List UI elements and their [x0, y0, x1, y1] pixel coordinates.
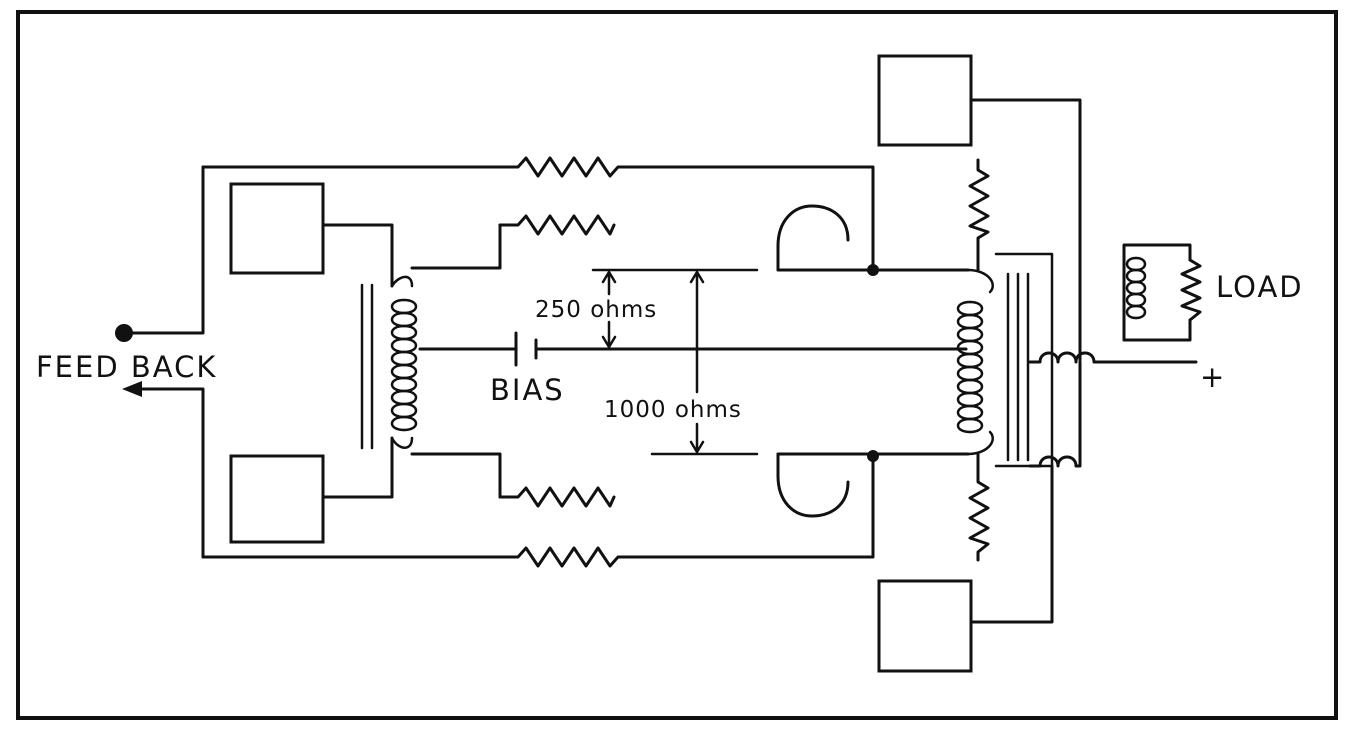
left-lower-block	[229, 454, 325, 544]
left-upper-block	[229, 182, 325, 275]
upper-tube-arc	[776, 204, 850, 272]
outer-frame	[16, 10, 1338, 720]
right-transformer-coil	[956, 268, 994, 456]
crossover-upper	[1028, 351, 1198, 364]
left-coil-top-wire	[410, 223, 502, 270]
feedback-arrow-line	[130, 387, 205, 559]
right-lower-block-wire	[969, 464, 1054, 624]
left-transformer-coil	[390, 275, 418, 449]
dimension-250-arrow	[601, 270, 617, 349]
left-lower-block-wire	[321, 436, 394, 499]
upper-junction	[867, 264, 879, 276]
upper-inner-resistor	[498, 214, 616, 236]
bottom-outer-wire	[201, 454, 875, 568]
r-250-label: 250 ohms	[535, 297, 657, 323]
right-upper-resistor	[968, 158, 990, 272]
crossover-lower	[1028, 360, 1082, 468]
left-coil-bottom-wire	[410, 452, 502, 499]
lower-junction	[867, 450, 879, 462]
right-transformer-core	[994, 252, 1054, 468]
left-transformer-core	[360, 283, 374, 450]
load-assembly	[1122, 243, 1202, 342]
right-upper-block	[877, 54, 973, 147]
lower-tube-arc	[776, 452, 850, 518]
right-upper-block-wire	[969, 98, 1082, 362]
feed-back-label: FEED BACK	[36, 350, 217, 384]
bias-label: BIAS	[490, 373, 565, 407]
left-upper-block-wire	[321, 223, 394, 288]
plus-label: +	[1200, 360, 1226, 394]
lower-inner-resistor	[498, 486, 616, 508]
load-label: LOAD	[1216, 270, 1304, 304]
feedback-arrow-head	[122, 381, 142, 397]
r-1000-label: 1000 ohms	[604, 397, 742, 423]
feedback-wire	[122, 165, 205, 335]
right-lower-resistor	[968, 452, 990, 562]
top-outer-wire	[201, 156, 875, 272]
dimension-1000-arrow	[689, 270, 705, 454]
right-lower-block	[877, 579, 973, 673]
